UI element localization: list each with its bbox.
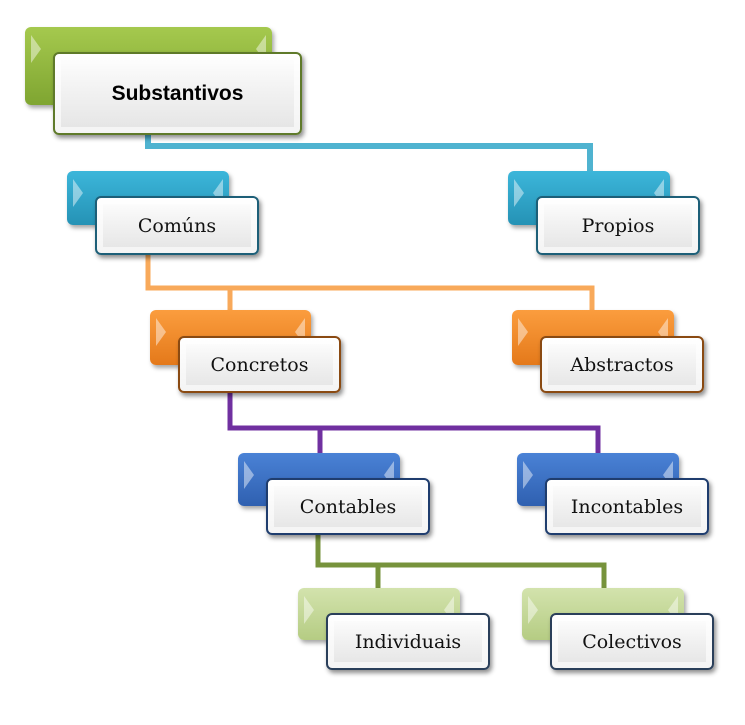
connector-comuns-children [145,255,595,310]
node-label: Individuais [354,630,462,653]
node-colectivos[interactable]: Colectivos [550,613,714,670]
node-incontables[interactable]: Incontables [545,478,709,535]
node-concretos[interactable]: Concretos [178,336,341,393]
connector-concretos-children [227,393,601,453]
node-individuais[interactable]: Individuais [326,613,490,670]
node-label: Contables [299,495,397,518]
node-comuns[interactable]: Comúns [95,196,259,255]
node-abstractos[interactable]: Abstractos [540,336,704,393]
node-label: Incontables [570,495,684,518]
node-contables[interactable]: Contables [266,478,430,535]
node-label: Propios [581,214,655,237]
node-label: Comúns [137,214,217,237]
node-propios[interactable]: Propios [536,196,700,255]
node-label: Colectivos [582,630,682,653]
connector-contables-children [315,535,607,588]
node-label: Substantivos [111,81,244,105]
node-label: Concretos [210,353,309,376]
node-label: Abstractos [570,353,674,376]
node-substantivos[interactable]: Substantivos [53,52,302,135]
